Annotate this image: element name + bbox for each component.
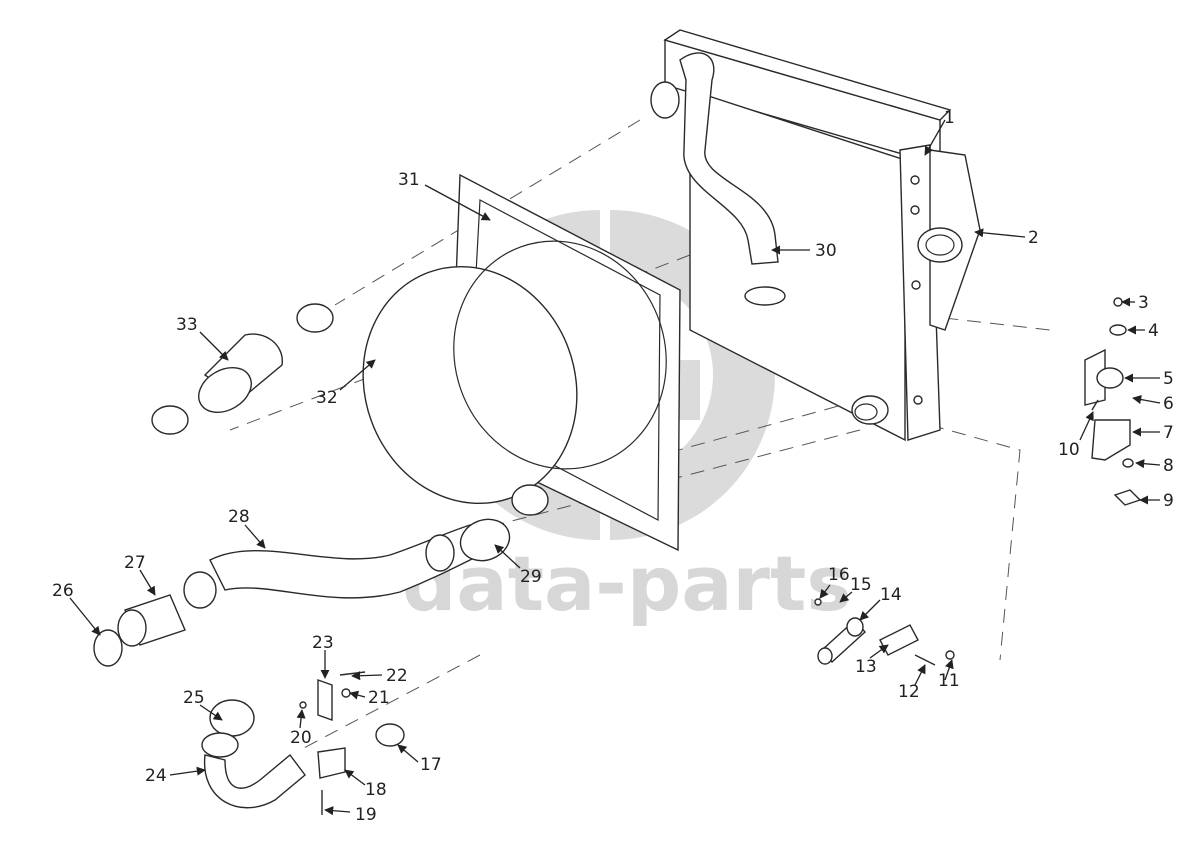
mount-hardware (814, 598, 955, 666)
callout-10: 10 (1058, 440, 1080, 460)
callout-20: 20 (290, 728, 312, 748)
callout-28: 28 (228, 507, 250, 527)
upper-radiator-hose (650, 52, 786, 306)
callout-30: 30 (815, 241, 837, 261)
intercooler-pipe (183, 484, 549, 609)
callout-15: 15 (850, 575, 872, 595)
callout-19: 19 (355, 805, 377, 825)
radiator-outlet-pipe (851, 395, 889, 425)
callout-2: 2 (1028, 228, 1039, 248)
callout-17: 17 (420, 755, 442, 775)
callout-14: 14 (880, 585, 902, 605)
callout-31: 31 (398, 170, 420, 190)
callout-6: 6 (1163, 394, 1174, 414)
callout-labels: 1 2 3 4 5 6 7 8 9 10 11 12 13 14 15 16 1… (52, 108, 1174, 825)
callout-29: 29 (520, 567, 542, 587)
hose-sleeve (93, 594, 186, 667)
radiator-core (663, 29, 981, 442)
shroud-seal-ring (362, 240, 667, 505)
callout-11: 11 (938, 671, 960, 691)
callout-32: 32 (316, 388, 338, 408)
callout-33: 33 (176, 315, 198, 335)
callout-3: 3 (1138, 293, 1149, 313)
callout-8: 8 (1163, 456, 1174, 476)
callout-27: 27 (124, 553, 146, 573)
callout-23: 23 (312, 633, 334, 653)
callout-18: 18 (365, 780, 387, 800)
callout-7: 7 (1163, 423, 1174, 443)
callout-9: 9 (1163, 491, 1174, 511)
lower-hose (201, 699, 306, 809)
callout-4: 4 (1148, 321, 1159, 341)
callout-12: 12 (898, 682, 920, 702)
callout-13: 13 (855, 657, 877, 677)
side-mount-bracket (1084, 297, 1142, 506)
callout-5: 5 (1163, 369, 1174, 389)
callout-16: 16 (828, 565, 850, 585)
leader-lines (69, 119, 1161, 816)
bracket-hardware (299, 671, 405, 815)
callout-1: 1 (944, 108, 955, 128)
callout-24: 24 (145, 766, 167, 786)
callout-26: 26 (52, 581, 74, 601)
callout-25: 25 (183, 688, 205, 708)
callout-21: 21 (368, 688, 390, 708)
intake-elbow (151, 303, 334, 435)
callout-22: 22 (386, 666, 408, 686)
